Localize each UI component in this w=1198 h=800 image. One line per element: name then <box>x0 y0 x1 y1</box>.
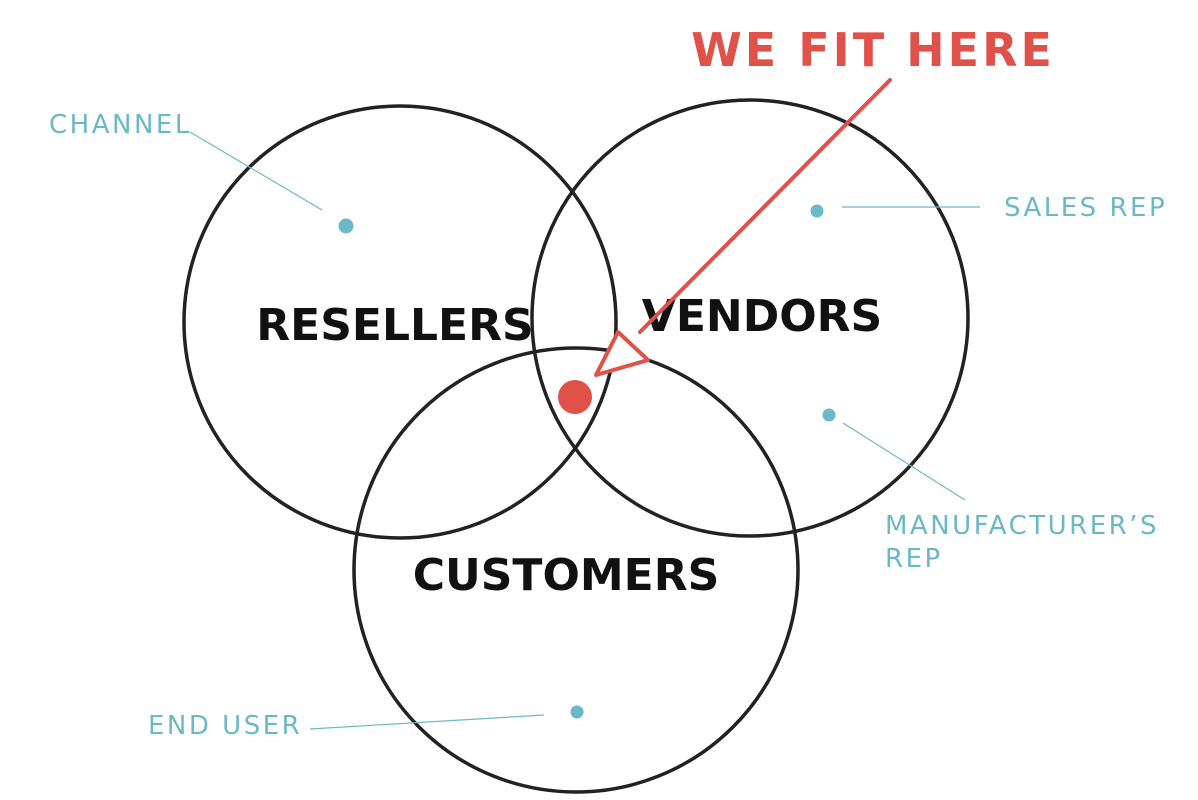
channel-label: CHANNEL <box>49 110 192 140</box>
center-marker-dot <box>558 380 592 414</box>
resellers-label: RESELLERS <box>256 300 533 351</box>
vendors-label: VENDORS <box>642 291 882 342</box>
manufacturers-rep-label-line2: REP <box>885 544 943 574</box>
resellers-circle <box>182 104 618 540</box>
we-fit-here-headline: WE FIT HERE <box>691 23 1055 77</box>
customers-label: CUSTOMERS <box>413 550 720 601</box>
end-user-leader-line <box>309 714 545 730</box>
manufacturers-rep-label-line1: MANUFACTURER’S <box>885 511 1159 541</box>
channel-dot <box>338 218 354 234</box>
end-user-dot <box>570 705 584 719</box>
vendors-circle <box>530 98 970 538</box>
customers-circle <box>352 346 800 794</box>
manufacturers-rep-dot <box>822 408 836 422</box>
channel-leader-line <box>189 131 323 211</box>
sales-rep-label: SALES REP <box>1004 193 1167 223</box>
end-user-label: END USER <box>148 711 302 741</box>
sales-rep-dot <box>810 204 824 218</box>
manufacturers-rep-leader-line <box>842 422 966 501</box>
arrow-icon <box>594 78 892 377</box>
